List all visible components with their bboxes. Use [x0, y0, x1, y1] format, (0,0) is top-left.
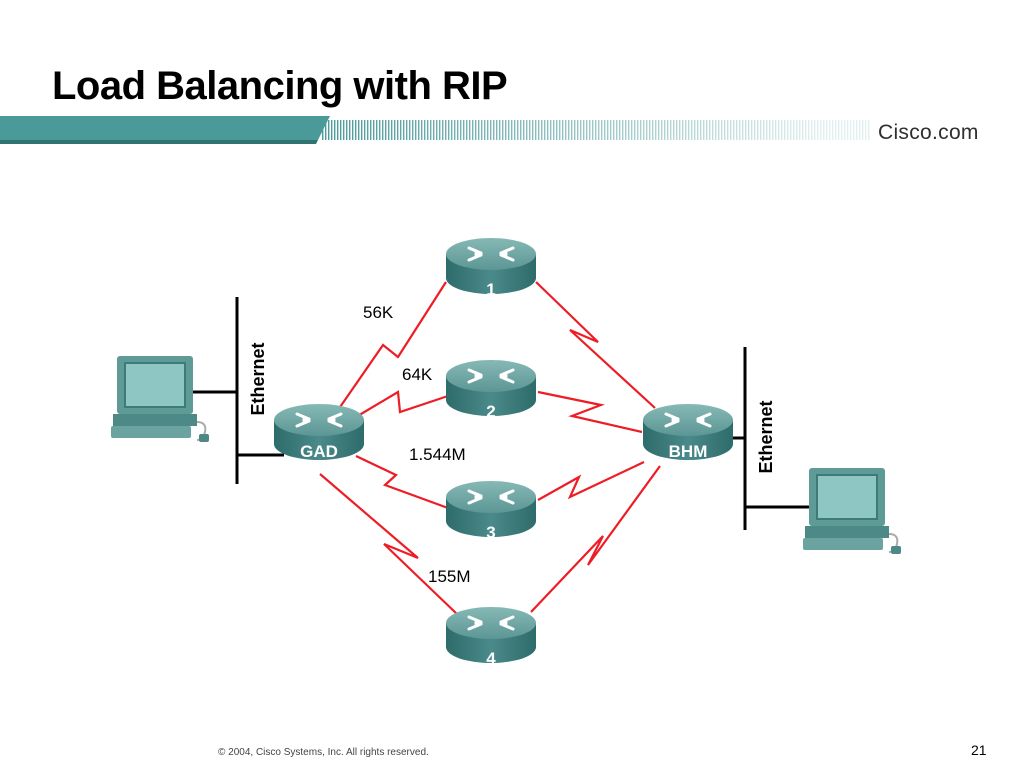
router-gad-label: GAD [300, 442, 338, 461]
router-3-label: 3 [486, 523, 495, 542]
computer-icon-right [802, 467, 902, 555]
router-bhm: BHM [641, 402, 735, 462]
router-1-label: 1 [486, 280, 495, 299]
link-label-155m: 155M [428, 567, 471, 586]
footer-copyright: © 2004, Cisco Systems, Inc. All rights r… [218, 747, 429, 758]
header-band [0, 116, 870, 144]
router-4: 4 [444, 605, 538, 668]
link-r3-bhm [537, 461, 645, 501]
ethernet-right-label: Ethernet [756, 400, 776, 473]
router-2: 2 [444, 358, 538, 421]
link-label-64k: 64K [402, 365, 433, 384]
router-gad: GAD [272, 402, 366, 462]
ethernet-left [187, 297, 284, 484]
link-label-56k: 56K [363, 303, 394, 322]
link-r1-bhm [535, 281, 656, 409]
slide-title: Load Balancing with RIP [52, 64, 508, 108]
link-r2-bhm [537, 390, 643, 434]
link-gad-r2 [355, 390, 449, 418]
router-bhm-label: BHM [669, 442, 708, 461]
router-2-label: 2 [486, 402, 495, 421]
router-1: 1 [444, 236, 538, 299]
cisco-logo: Cisco.com [878, 121, 979, 144]
link-gad-r3 [355, 455, 449, 510]
router-4-label: 4 [486, 649, 496, 668]
ethernet-left-label: Ethernet [248, 342, 268, 415]
computer-icon-left [110, 355, 210, 443]
link-label-1544m: 1.544M [409, 445, 466, 464]
page-number: 21 [971, 742, 987, 758]
link-gad-r1 [337, 281, 447, 411]
link-r4-bhm [530, 465, 661, 613]
router-3: 3 [444, 479, 538, 542]
link-gad-r4 [319, 473, 459, 616]
